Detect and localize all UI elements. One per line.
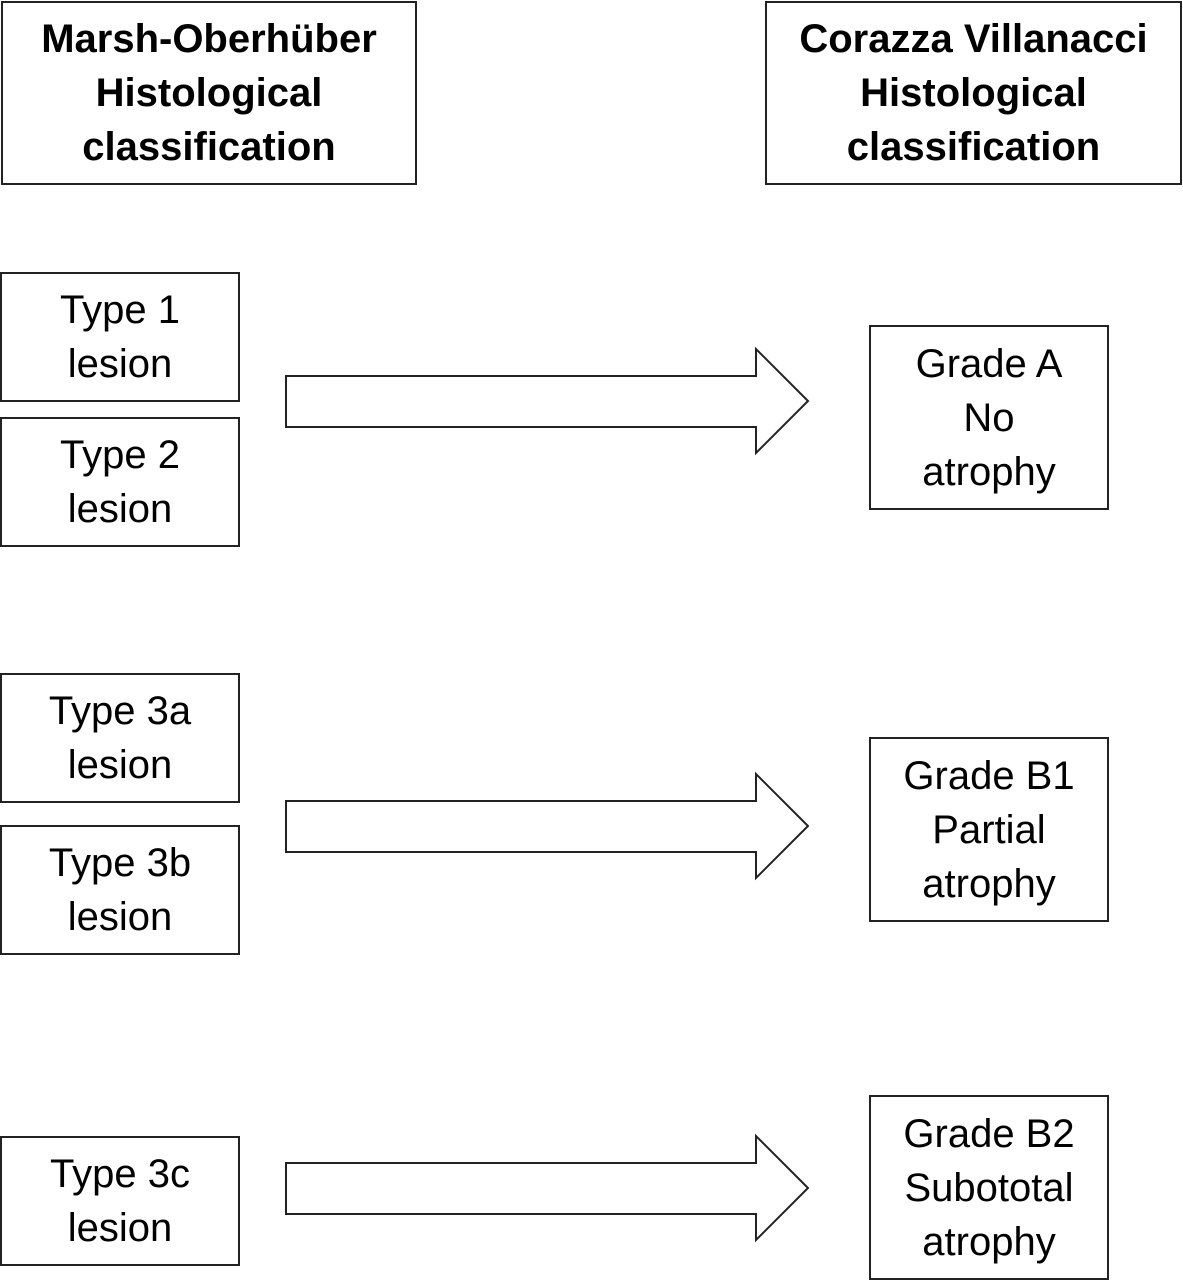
box-line: Partial xyxy=(932,807,1046,852)
box-line: lesion xyxy=(67,1206,173,1250)
arrow-right-icon xyxy=(285,346,810,456)
header-line: Marsh-Oberhüber xyxy=(41,17,377,61)
box-line: atrophy xyxy=(922,1219,1056,1264)
box-line: atrophy xyxy=(922,449,1056,494)
box-line: Type 3a xyxy=(48,689,192,733)
box-line: lesion xyxy=(67,895,173,939)
grade-b1-box: Grade B1 Partial atrophy xyxy=(869,737,1109,922)
box-line: lesion xyxy=(67,743,173,787)
type-3c-lesion-box: Type 3c lesion xyxy=(0,1136,240,1266)
box-line: lesion xyxy=(67,487,173,531)
header-line: Histological xyxy=(95,71,323,115)
box-line: lesion xyxy=(67,342,173,386)
box-line: atrophy xyxy=(922,861,1056,906)
arrow-right-icon xyxy=(285,1133,810,1243)
marsh-oberhuber-header: Marsh-Oberhüber Histological classificat… xyxy=(1,1,417,185)
box-line: Type 2 xyxy=(59,433,181,477)
arrow-shape xyxy=(285,346,810,456)
box-line: Grade B1 xyxy=(903,753,1075,798)
box-line: Grade B2 xyxy=(903,1111,1075,1156)
box-line: Grade A xyxy=(915,341,1063,386)
header-line: Histological xyxy=(860,71,1087,115)
grade-b2-box: Grade B2 Subototal atrophy xyxy=(869,1095,1109,1280)
box-line: Type 3b xyxy=(48,841,192,885)
type-2-lesion-box: Type 2 lesion xyxy=(0,417,240,547)
type-1-lesion-box: Type 1 lesion xyxy=(0,272,240,402)
header-line: classification xyxy=(846,125,1101,169)
corazza-villanacci-header: Corazza Villanacci Histological classifi… xyxy=(765,1,1182,185)
header-line: classification xyxy=(82,125,336,169)
type-3a-lesion-box: Type 3a lesion xyxy=(0,673,240,803)
arrow-right-icon xyxy=(285,771,810,881)
box-line: Type 3c xyxy=(49,1152,191,1196)
header-line: Corazza Villanacci xyxy=(799,17,1148,61)
type-3b-lesion-box: Type 3b lesion xyxy=(0,825,240,955)
arrow-shape xyxy=(285,771,810,881)
arrow-shape xyxy=(285,1133,810,1243)
box-line: Subototal xyxy=(904,1165,1074,1210)
box-line: No xyxy=(963,395,1015,440)
grade-a-box: Grade A No atrophy xyxy=(869,325,1109,510)
box-line: Type 1 xyxy=(59,288,181,332)
